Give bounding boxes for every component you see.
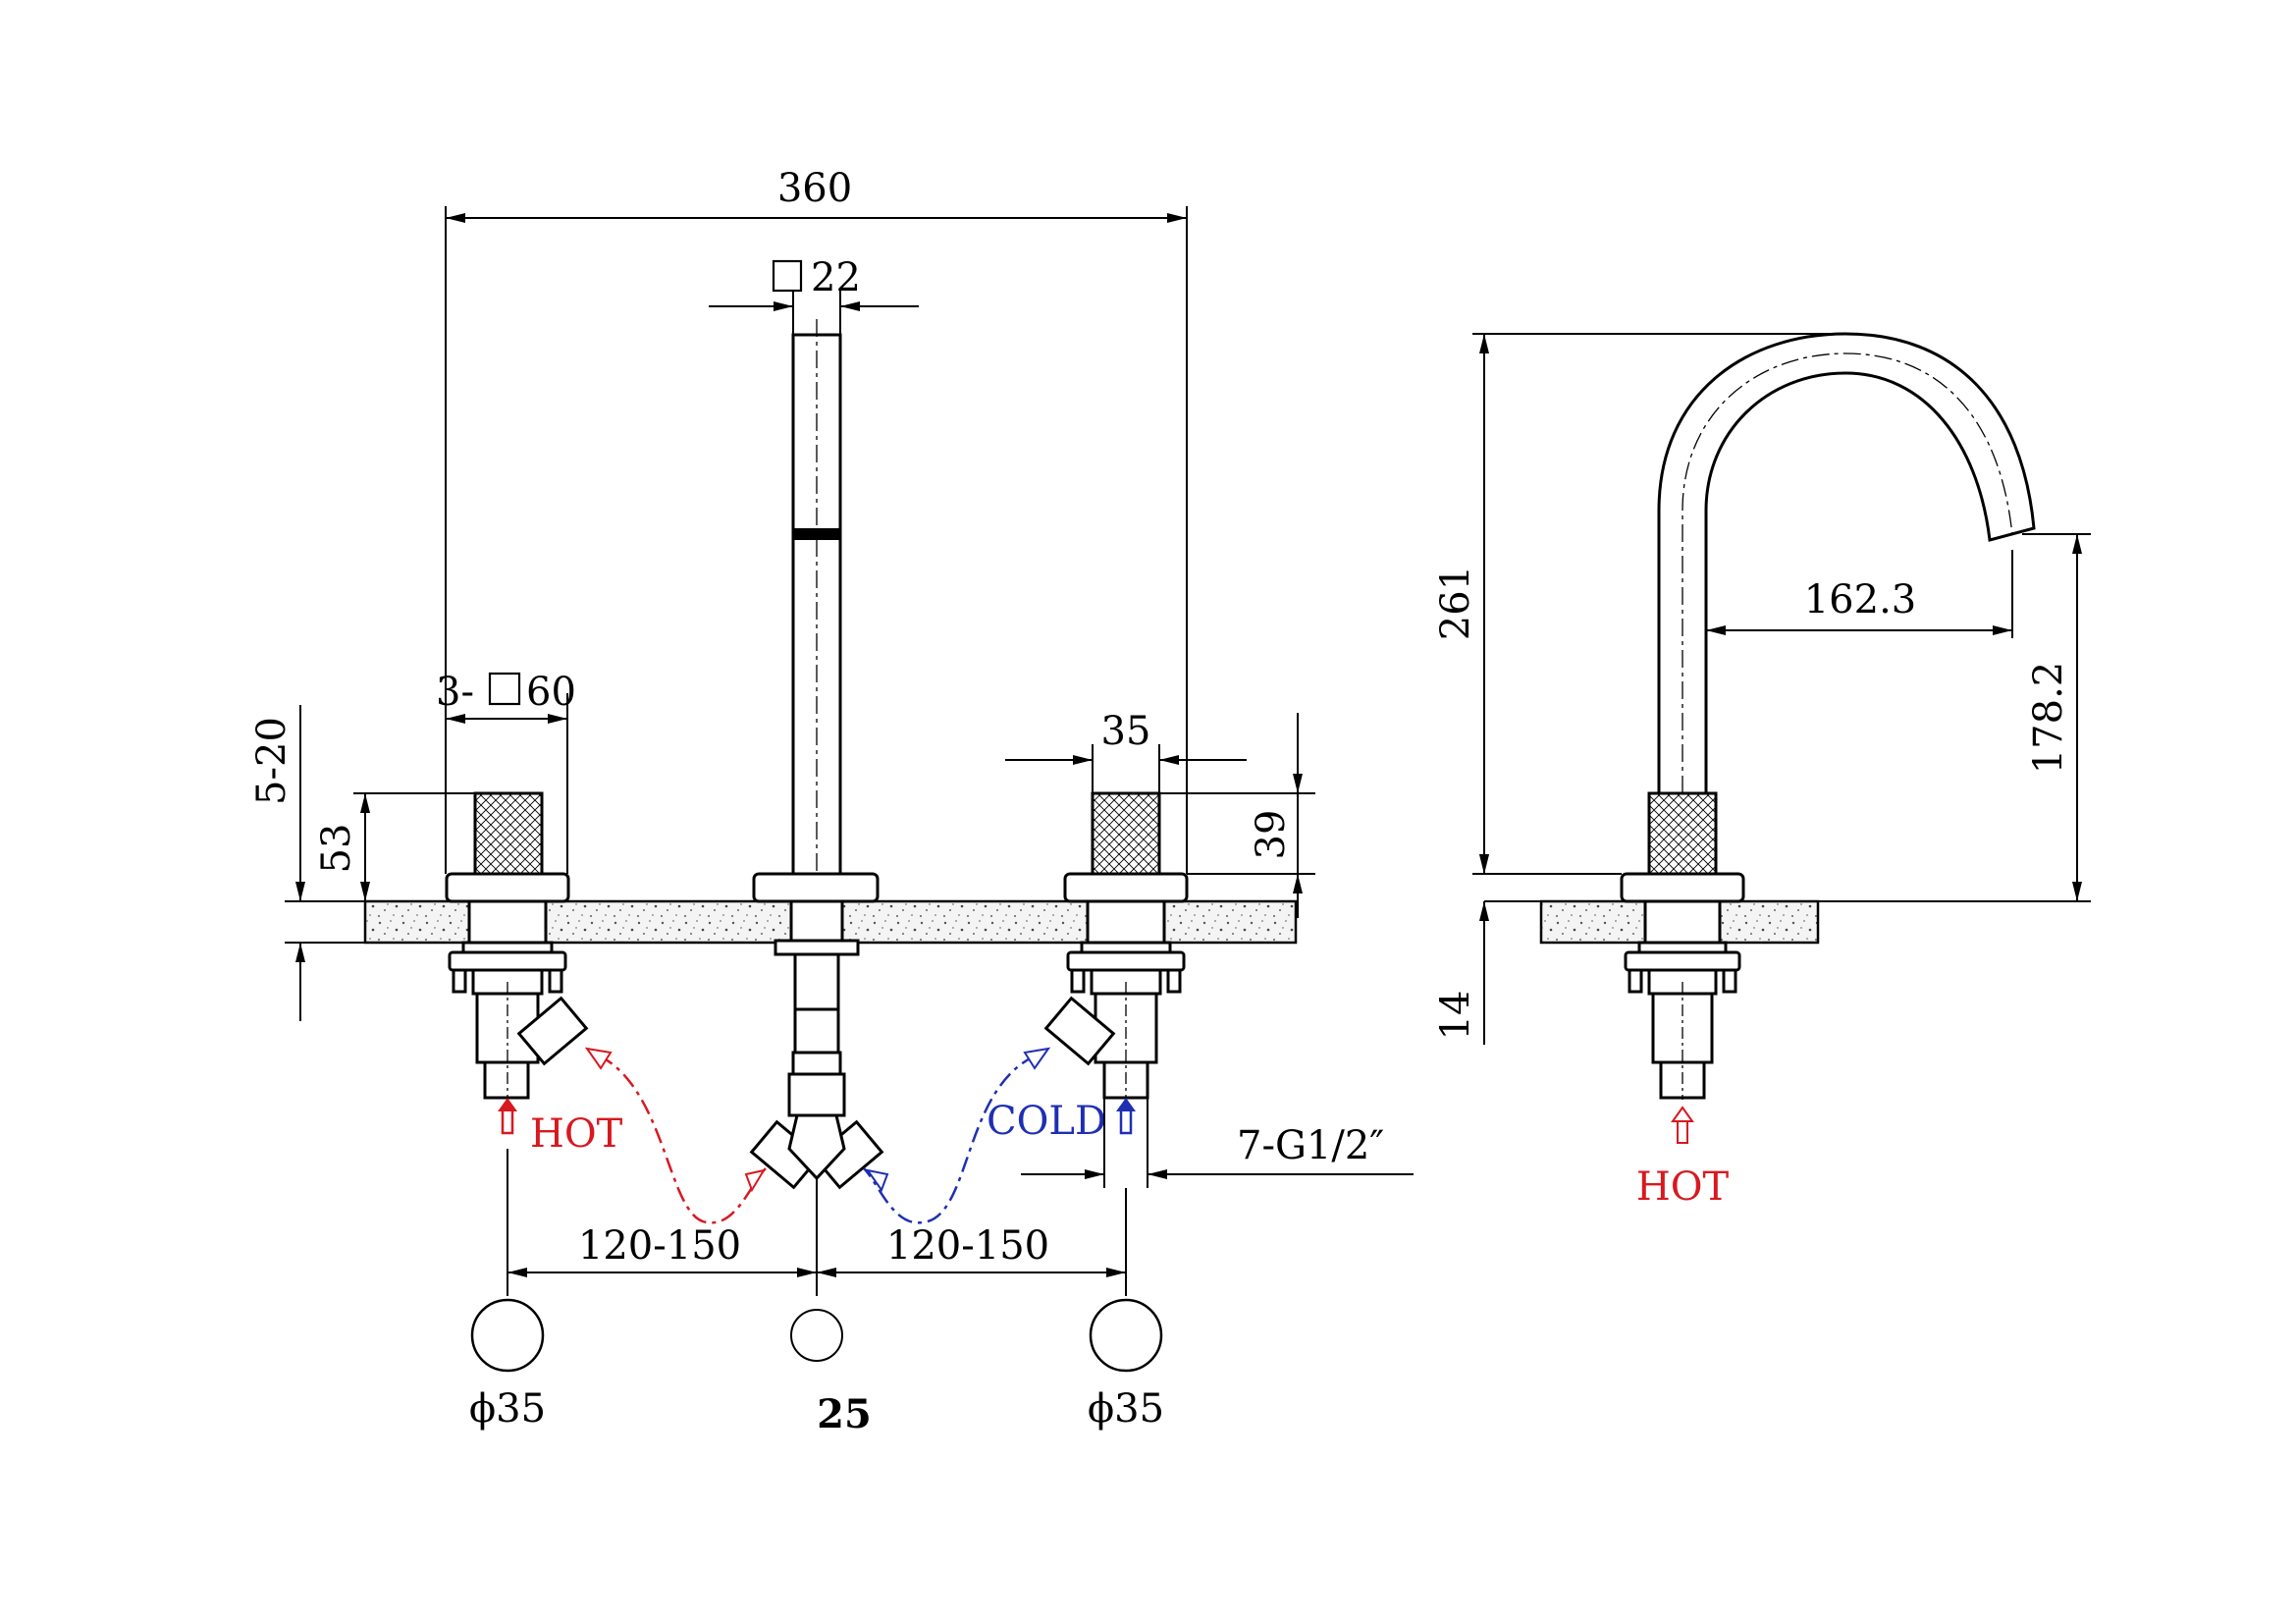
spout-outlet-height-dimension: 178.2 xyxy=(1818,533,2091,902)
handle-width-text: 35 xyxy=(1101,709,1151,754)
hole-left xyxy=(470,1298,545,1373)
thread-text: 7-G1/2″ xyxy=(1237,1123,1384,1168)
mounting-holes: ϕ35 25 ϕ35 xyxy=(469,1298,1164,1437)
cold-hose-arrow-icon xyxy=(1023,1047,1051,1070)
cold-handle xyxy=(1043,791,1189,1100)
thread-dimension: 7-G1/2″ xyxy=(1021,1098,1414,1188)
spacing-dimension: 120-150 120-150 xyxy=(507,1149,1127,1296)
spout-outlet-height-text: 178.2 xyxy=(2026,662,2071,775)
hole-center-text: 25 xyxy=(817,1391,872,1437)
handle-width-dimension: 35 xyxy=(1005,709,1247,793)
spout-height-dimension: 261 xyxy=(1433,333,1845,875)
square-symbol-icon xyxy=(772,259,803,293)
front-view: HOT COLD 360 22 3- 60 xyxy=(249,166,1414,1437)
hole-right-text: ϕ35 xyxy=(1088,1386,1164,1432)
hole-center xyxy=(790,1309,843,1362)
spout-reach-text: 162.3 xyxy=(1804,577,1917,622)
cold-label: COLD xyxy=(987,1099,1106,1144)
handle-top-dimension: 39 xyxy=(1159,713,1315,918)
overall-width-dimension: 360 xyxy=(445,166,1188,874)
spout-height-text: 261 xyxy=(1433,566,1478,640)
hot-hose xyxy=(598,1054,767,1224)
side-view: HOT 261 14 162.3 178.2 xyxy=(1433,332,2091,1210)
spout-square-text: 22 xyxy=(811,255,861,300)
overall-width-text: 360 xyxy=(777,166,852,211)
hot-hose-arrow-lower-icon xyxy=(744,1168,767,1193)
cold-inlet-arrow-icon xyxy=(1116,1098,1136,1135)
cold-hose xyxy=(863,1054,1037,1224)
hole-left-text: ϕ35 xyxy=(469,1386,546,1432)
handle-square-prefix: 3- xyxy=(436,670,474,715)
square-symbol-icon xyxy=(488,672,521,706)
handle-height-dimension: 53 xyxy=(314,792,475,901)
hot-label: HOT xyxy=(530,1111,623,1157)
spacing-right-text: 120-150 xyxy=(886,1223,1049,1269)
hot-hose-arrow-icon xyxy=(584,1047,613,1070)
cold-hose-arrow-lower-icon xyxy=(865,1168,889,1193)
handle-square-text: 60 xyxy=(526,670,576,715)
handle-top-text: 39 xyxy=(1249,810,1294,860)
spacing-left-text: 120-150 xyxy=(578,1223,741,1269)
below-deck-text: 14 xyxy=(1433,991,1478,1041)
below-deck-dimension: 14 xyxy=(1433,850,1541,1045)
side-hot-label: HOT xyxy=(1636,1164,1730,1210)
spout-square-dimension: 22 xyxy=(709,255,919,335)
handle-height-text: 53 xyxy=(314,824,359,874)
hot-inlet-arrow-icon xyxy=(498,1098,517,1135)
hole-right xyxy=(1089,1298,1163,1373)
gooseneck-spout xyxy=(1657,332,2036,793)
spout-reach-dimension: 162.3 xyxy=(1706,550,2013,638)
deck-range-text: 5-20 xyxy=(249,717,294,805)
handle-square-dimension: 3- 60 xyxy=(436,670,576,874)
side-hot-arrow-icon xyxy=(1671,1106,1694,1144)
center-spout xyxy=(749,319,884,1190)
hot-handle xyxy=(445,791,589,1100)
deck-range-dimension: 5-20 xyxy=(249,705,365,1021)
